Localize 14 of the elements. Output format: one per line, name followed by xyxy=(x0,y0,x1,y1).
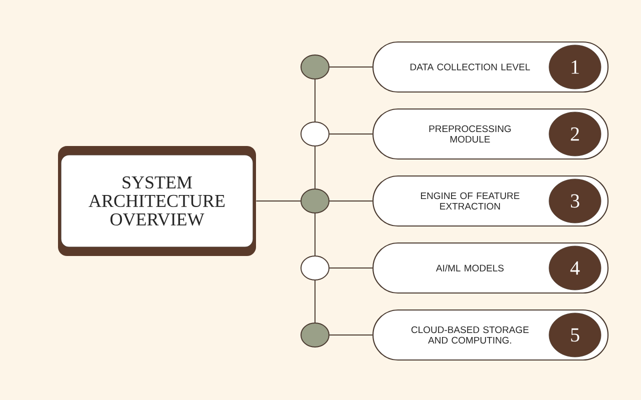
connector-dot xyxy=(300,54,330,80)
connector-line xyxy=(329,334,373,336)
connector-dot xyxy=(300,256,330,280)
connector-line xyxy=(329,66,373,68)
connector-dot xyxy=(300,322,330,348)
connector-line xyxy=(314,146,316,189)
connector-line xyxy=(329,200,373,202)
connector-line xyxy=(314,213,316,256)
connector-line xyxy=(256,200,301,202)
title-box: SYSTEM ARCHITECTURE OVERVIEW xyxy=(58,146,256,256)
connector-dot xyxy=(300,188,330,214)
connector-dot xyxy=(300,122,330,146)
connector-line xyxy=(314,79,316,122)
connector-line xyxy=(314,280,316,323)
